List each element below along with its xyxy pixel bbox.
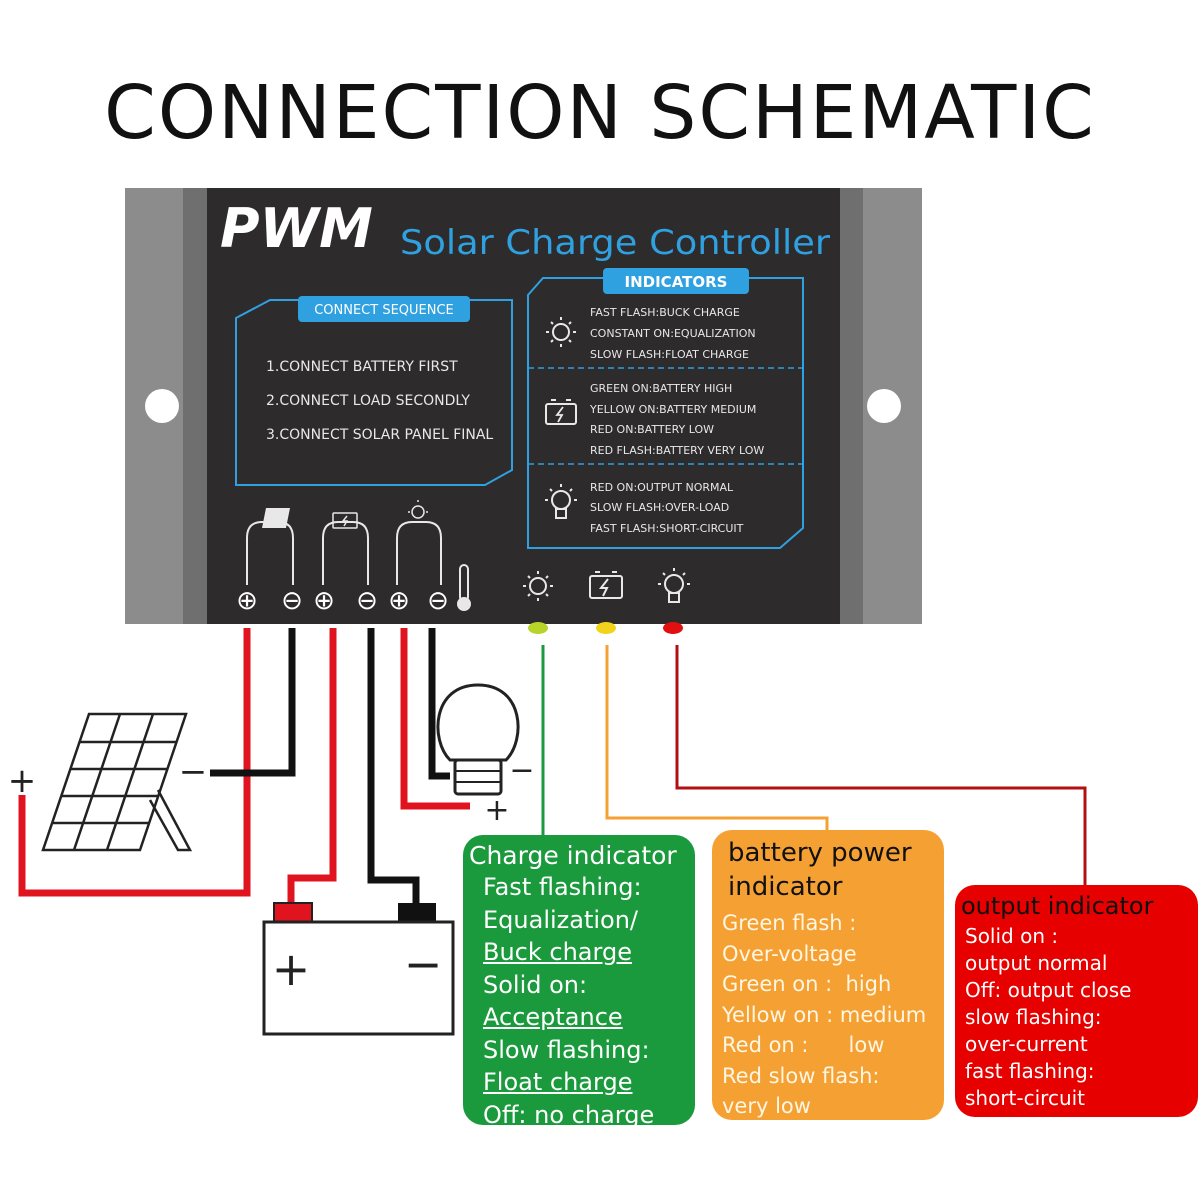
solar-minus-label: −: [179, 752, 208, 792]
indicators-panel: INDICATORS FAST FLASH:BUCK CHARGE CONSTA…: [527, 268, 804, 549]
battery-line: Red slow flash:: [722, 1063, 880, 1088]
charge-indicator-title: Charge indicator: [469, 841, 677, 870]
terminal-sign-minus: ⊖: [427, 586, 449, 616]
bulb-icon: [408, 500, 428, 519]
battery-indicator-box: battery power indicator Green flash : Ov…: [712, 830, 944, 1120]
indicator-line: RED ON:OUTPUT NORMAL: [590, 481, 734, 494]
battery-line: Green on : high: [722, 972, 892, 996]
battery-negative-wire: [367, 628, 420, 905]
output-led: [663, 622, 683, 634]
indicators-heading: INDICATORS: [625, 273, 728, 291]
battery-negative-terminal: [398, 903, 436, 925]
solar-panel-icon: [262, 508, 290, 528]
charge-controller: PWM Solar Charge Controller CONNECT SEQU…: [125, 188, 922, 624]
battery-indicator-leader: [605, 645, 829, 830]
battery-led: [596, 622, 616, 634]
solar-negative-wire: [210, 628, 296, 777]
connect-sequence-panel: CONNECT SEQUENCE 1.CONNECT BATTERY FIRST…: [235, 296, 513, 486]
charge-line: Equalization/: [483, 905, 639, 934]
battery: [262, 902, 455, 1036]
wiring: [18, 628, 470, 905]
terminal-sign-minus: ⊖: [281, 586, 303, 616]
sun-icon: [546, 317, 576, 347]
indicator-line: CONSTANT ON:EQUALIZATION: [590, 327, 756, 340]
output-indicator-box: output indicator Solid on : output norma…: [955, 885, 1198, 1117]
output-line: Off: output close: [965, 978, 1132, 1002]
product-subtitle: Solar Charge Controller: [400, 223, 830, 263]
indicators-tab: [603, 268, 749, 294]
battery-line: very low: [722, 1094, 811, 1118]
sequence-step: 1.CONNECT BATTERY FIRST: [266, 359, 458, 375]
indicator-line: SLOW FLASH:OVER-LOAD: [590, 501, 729, 514]
battery-positive-wire: [287, 628, 337, 905]
output-indicator-title: output indicator: [961, 892, 1154, 920]
indicator-line: YELLOW ON:BATTERY MEDIUM: [589, 403, 756, 416]
charge-line: Buck charge: [483, 938, 632, 966]
mount-hole-right: [867, 389, 901, 423]
battery-line: Over-voltage: [722, 941, 857, 966]
battery-plus-label: +: [272, 942, 311, 996]
connect-sequence-heading: CONNECT SEQUENCE: [314, 303, 454, 318]
solar-positive-wire: [18, 628, 251, 897]
load-negative-wire: [428, 628, 450, 780]
battery-body: [262, 920, 455, 1036]
charge-line: Acceptance: [483, 1003, 623, 1031]
charge-led: [528, 622, 548, 634]
thermometer-icon: [457, 564, 471, 611]
battery-icon: [332, 512, 358, 529]
charge-line: Solid on:: [483, 970, 588, 999]
output-line: short-circuit: [965, 1086, 1086, 1110]
sun-icon: [523, 571, 553, 601]
output-line: fast flashing:: [965, 1059, 1095, 1083]
terminal-signs: ⊕ ⊖ ⊕ ⊖ ⊕ ⊖: [236, 586, 449, 616]
bulb-icon: [545, 484, 577, 519]
page-title: CONNECTION SCHEMATIC: [104, 70, 1096, 156]
charge-line: Off: no charge: [483, 1100, 655, 1129]
battery-indicator-title: indicator: [728, 872, 843, 902]
output-indicator-leader: [675, 645, 1087, 885]
battery-icon: [545, 399, 577, 425]
terminal-sign-plus: ⊕: [388, 586, 410, 616]
output-line: slow flashing:: [965, 1005, 1102, 1029]
indicator-line: GREEN ON:BATTERY HIGH: [590, 382, 732, 395]
solar-plus-label: +: [8, 761, 37, 801]
load-positive-wire: [400, 628, 470, 810]
indicator-line: RED ON:BATTERY LOW: [590, 423, 714, 436]
load-plus-label: +: [484, 793, 509, 828]
load-bulb: [436, 683, 520, 796]
indicator-line: FAST FLASH:BUCK CHARGE: [590, 306, 740, 319]
battery-indicator-title: battery power: [728, 838, 912, 868]
output-line: output normal: [965, 951, 1108, 975]
solar-panel: [41, 712, 193, 852]
battery-line: Red on : low: [722, 1033, 885, 1057]
brand-label: PWM: [220, 197, 373, 260]
charge-line: Fast flashing:: [483, 873, 642, 901]
output-line: Solid on :: [965, 924, 1059, 948]
load-minus-label: −: [509, 753, 534, 788]
output-line: over-current: [965, 1032, 1088, 1056]
battery-minus-label: −: [404, 937, 443, 991]
battery-line: Green flash :: [722, 911, 857, 935]
terminal-sign-plus: ⊕: [236, 586, 258, 616]
terminal-sign-plus: ⊕: [313, 586, 335, 616]
connect-sequence-tab: [298, 296, 470, 322]
mount-hole-left: [145, 389, 179, 423]
charge-indicator-box: Charge indicator Fast flashing: Equaliza…: [463, 835, 695, 1129]
indicator-line: RED FLASH:BATTERY VERY LOW: [590, 444, 764, 457]
bulb-icon: [658, 568, 690, 603]
indicator-line: FAST FLASH:SHORT-CIRCUIT: [590, 522, 744, 535]
sequence-step: 3.CONNECT SOLAR PANEL FINAL: [266, 427, 493, 443]
charge-line: Slow flashing:: [483, 1035, 650, 1064]
controller-face: [207, 188, 840, 624]
charge-line: Float charge: [483, 1068, 633, 1096]
indicator-line: SLOW FLASH:FLOAT CHARGE: [590, 348, 749, 361]
battery-line: Yellow on : medium: [722, 1002, 927, 1027]
battery-icon: [589, 571, 623, 599]
sequence-step: 2.CONNECT LOAD SECONDLY: [266, 393, 470, 409]
terminal-sign-minus: ⊖: [356, 586, 378, 616]
